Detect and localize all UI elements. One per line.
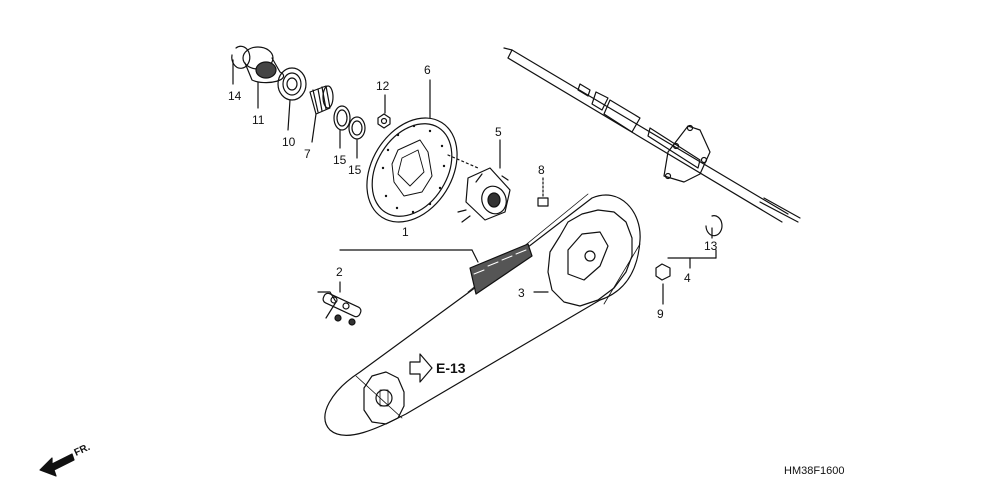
- front-direction-arrow: [39, 453, 75, 477]
- callout-15b: 15: [348, 163, 362, 177]
- direction-label: FR.: [73, 442, 92, 459]
- bolt-part-8: [537, 177, 549, 207]
- brake-disc-part-6: [366, 79, 479, 223]
- seal-part-15a: [333, 105, 351, 149]
- rear-axle-shaft: [503, 47, 801, 223]
- assembly-bracket-part-1: [339, 249, 479, 263]
- callout-8: 8: [538, 163, 545, 177]
- callout-6: 6: [424, 63, 431, 77]
- callout-4: 4: [684, 271, 691, 285]
- figure-code: HM38F1600: [784, 465, 845, 477]
- seal-part-15b: [348, 116, 366, 159]
- callout-10: 10: [282, 135, 296, 149]
- hub-part-5: [457, 139, 511, 223]
- callout-5: 5: [495, 125, 502, 139]
- master-link-part-2: [317, 281, 362, 326]
- bearing-housing-part-11: [242, 46, 285, 109]
- callout-14: 14: [228, 89, 242, 103]
- drive-chain: [324, 193, 641, 436]
- collar-part-7: [309, 85, 334, 143]
- callout-12: 12: [376, 79, 390, 93]
- circlip-part-13: [705, 215, 723, 239]
- callout-1: 1: [402, 225, 409, 239]
- callout-13: 13: [704, 239, 718, 253]
- reference-label: E-13: [436, 360, 466, 376]
- callout-2: 2: [336, 265, 343, 279]
- nut-part-9: [655, 263, 671, 305]
- assembly-bracket-part-4: [667, 249, 717, 269]
- front-sprocket: [363, 371, 405, 425]
- circlip-part-14: [231, 45, 251, 85]
- bearing-part-10: [277, 67, 307, 131]
- nut-part-12: [377, 94, 391, 129]
- callout-15a: 15: [333, 153, 347, 167]
- reference-arrow: [409, 353, 433, 383]
- callout-3: 3: [518, 286, 525, 300]
- callout-7: 7: [304, 147, 311, 161]
- callout-9: 9: [657, 307, 664, 321]
- callout-11: 11: [252, 113, 265, 127]
- rear-sprocket-part-3: [533, 209, 633, 307]
